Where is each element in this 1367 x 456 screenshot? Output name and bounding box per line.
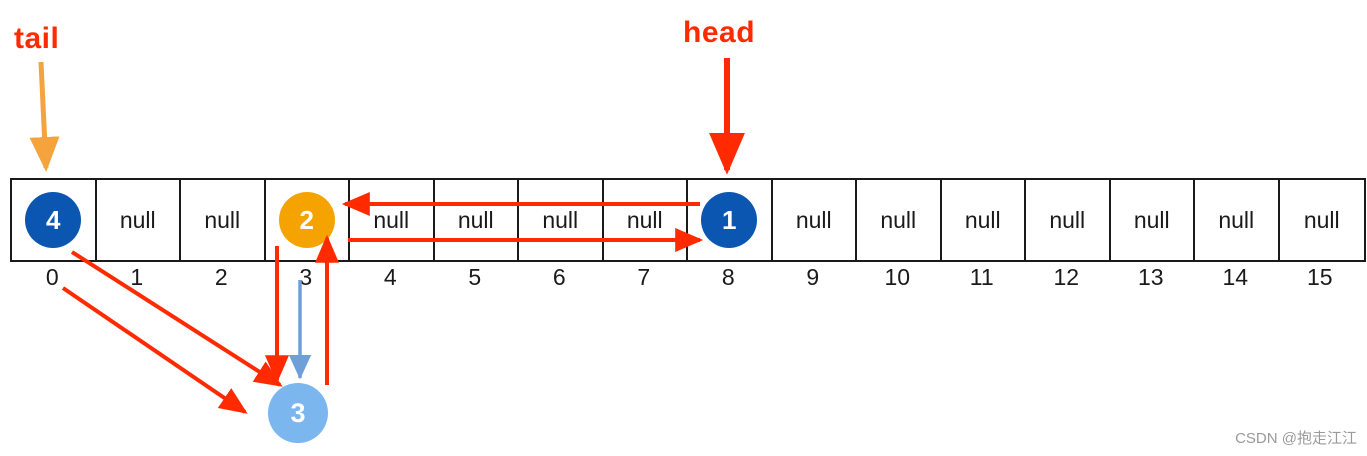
array-cell-14: null <box>1195 180 1280 260</box>
array-cell-6: null <box>519 180 604 260</box>
array-cell-0: 4 <box>12 180 97 260</box>
array-cell-7: null <box>603 180 688 260</box>
array-index-10: 10 <box>884 264 911 290</box>
cell-value: null <box>1133 206 1170 233</box>
array-index-6: 6 <box>552 264 566 290</box>
cell-value: null <box>626 206 663 233</box>
array-index-14: 14 <box>1222 264 1249 290</box>
node-circle-1: 1 <box>701 192 758 248</box>
cell-value: null <box>204 206 241 233</box>
array-cell-11: null <box>941 180 1026 260</box>
cell-value: null <box>457 206 494 233</box>
array-cell-15: null <box>1279 180 1364 260</box>
cell-value: null <box>373 206 410 233</box>
array-index-15: 15 <box>1306 264 1333 290</box>
cell-value: null <box>1303 206 1340 233</box>
watermark: CSDN @抱走江江 <box>1235 430 1357 447</box>
array-index-5: 5 <box>468 264 482 290</box>
array-index-1: 1 <box>130 264 144 290</box>
tail-label: tail <box>14 22 60 55</box>
cell-value: null <box>880 206 917 233</box>
array-index-9: 9 <box>806 264 820 290</box>
array-cell-9: null <box>772 180 857 260</box>
array-index-12: 12 <box>1053 264 1080 290</box>
cell-value: null <box>795 206 832 233</box>
array-index-7: 7 <box>637 264 651 290</box>
array-cell-12: null <box>1026 180 1111 260</box>
cell-value: null <box>1049 206 1086 233</box>
array-cell-13: null <box>1110 180 1195 260</box>
array-cell-5: null <box>434 180 519 260</box>
array-index-11: 11 <box>969 264 994 290</box>
cell-value: null <box>542 206 579 233</box>
cell-value: null <box>119 206 156 233</box>
array-index-4: 4 <box>383 264 397 290</box>
array-cell-4: null <box>350 180 435 260</box>
node-circle-2: 2 <box>278 192 335 248</box>
cell-value: null <box>964 206 1001 233</box>
tail-pointer-arrow <box>29 61 60 172</box>
node-circle-4: 4 <box>25 192 82 248</box>
array-cell-1: null <box>96 180 181 260</box>
array-index-2: 2 <box>214 264 228 290</box>
head-label: head <box>683 16 756 49</box>
array-cell-2: null <box>181 180 266 260</box>
array-index-8: 8 <box>721 264 735 290</box>
array-index-13: 13 <box>1137 264 1164 290</box>
array-index-0: 0 <box>45 264 59 290</box>
array-cell-10: null <box>857 180 942 260</box>
array-container: 4 null null 2 null null null null 1 null null null n… <box>10 178 1366 262</box>
arrow-node4-outgoing <box>61 286 248 414</box>
array-cell-8: 1 <box>688 180 773 260</box>
array-cell-3: 2 <box>265 180 350 260</box>
floating-node-3: 3 <box>268 383 328 443</box>
cell-value: null <box>1218 206 1255 233</box>
array-index-3: 3 <box>299 264 313 290</box>
